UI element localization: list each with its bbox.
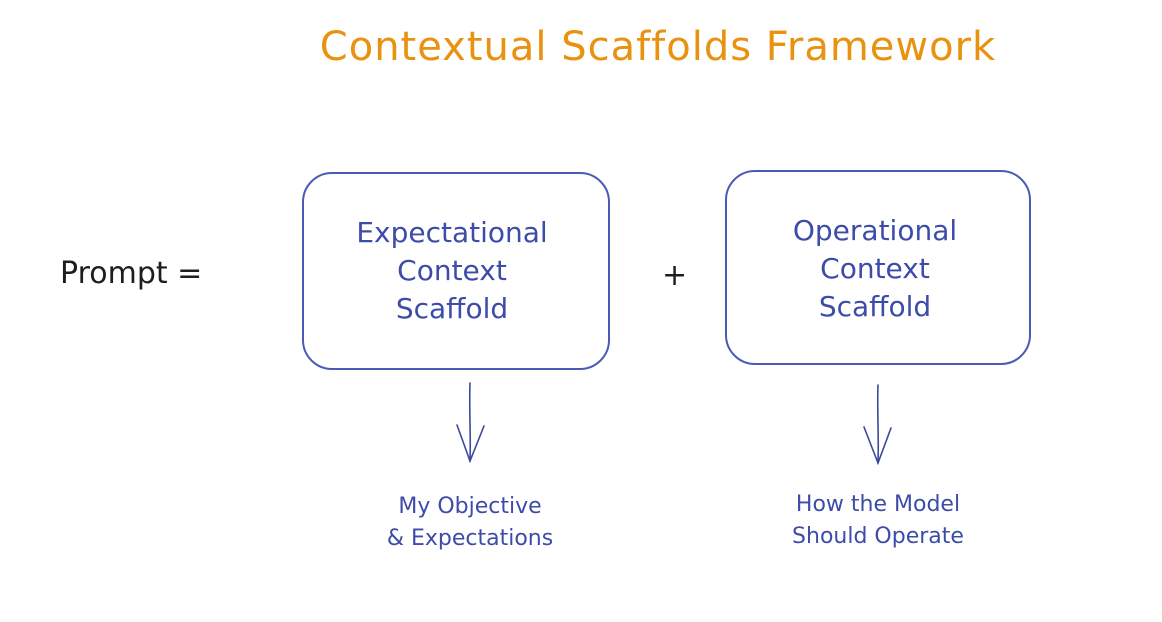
operational-arrow-down: [863, 384, 892, 466]
diagram-title: Contextual Scaffolds Framework: [319, 24, 997, 70]
operational-caption-line: How the Model: [795, 492, 961, 517]
operational-scaffold-line: Operational: [792, 214, 958, 247]
expectational-caption: My Objective & Expectations: [360, 491, 580, 555]
operational-scaffold-box: [725, 170, 1031, 365]
expectational-caption-line: My Objective: [398, 494, 542, 519]
operational-scaffold-line: Scaffold: [818, 290, 932, 323]
operational-scaffold-label: Operational Context Scaffold: [725, 212, 1025, 326]
operational-caption-line: Should Operate: [792, 524, 964, 549]
expectational-scaffold-label: Expectational Context Scaffold: [302, 214, 602, 328]
expectational-scaffold-line: Scaffold: [395, 292, 509, 325]
prompt-label: Prompt =: [60, 256, 203, 291]
plus-operator: +: [662, 258, 688, 293]
operational-scaffold-line: Context: [820, 252, 930, 285]
expectational-scaffold-box: [302, 172, 610, 370]
expectational-caption-line: & Expectations: [386, 526, 554, 551]
operational-caption: How the Model Should Operate: [770, 489, 986, 553]
expectational-arrow-down: [456, 382, 485, 464]
expectational-scaffold-line: Context: [397, 254, 507, 287]
expectational-scaffold-line: Expectational: [356, 216, 548, 249]
